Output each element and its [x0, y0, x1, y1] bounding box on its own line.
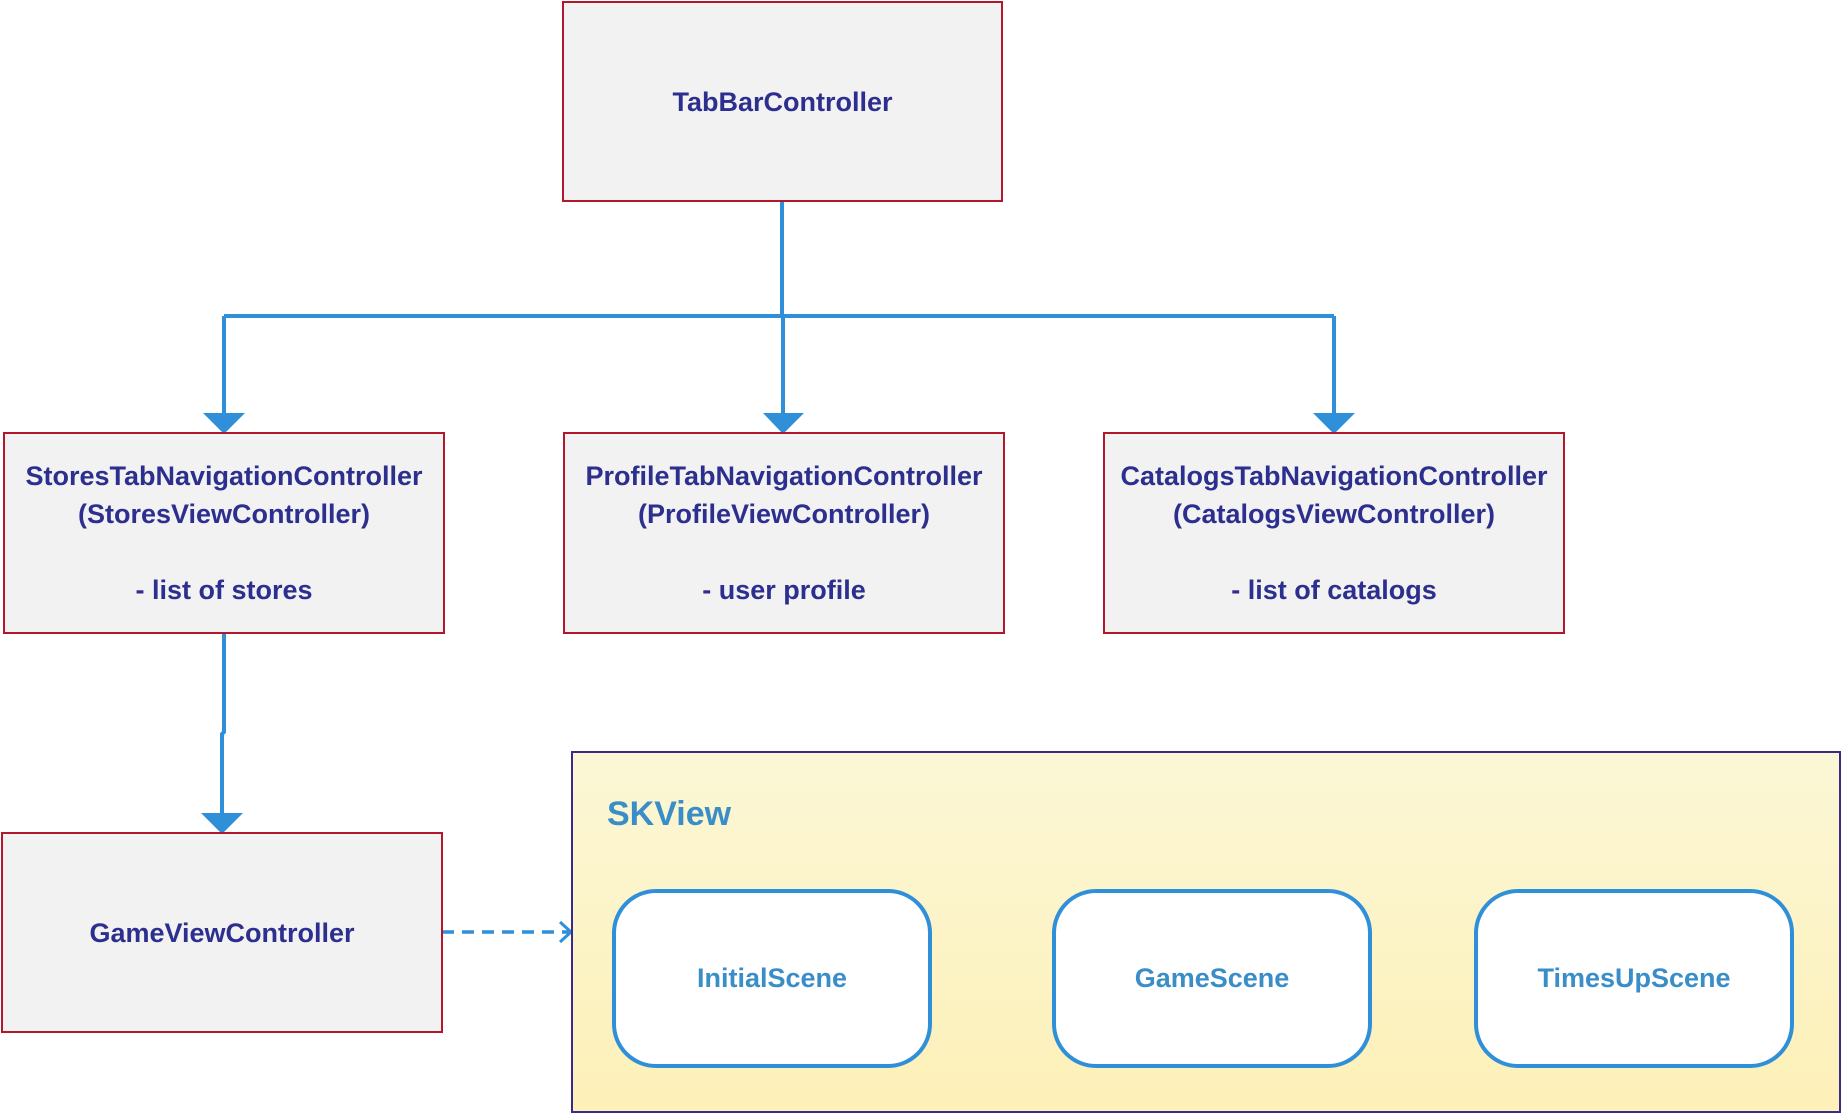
initial-scene-label: InitialScene [696, 963, 848, 993]
stores-controller-title: StoresTabNavigationController [25, 461, 423, 491]
catalogs-controller-subtitle: (CatalogsViewController) [1172, 499, 1496, 529]
timesup-scene-label: TimesUpScene [1537, 963, 1731, 993]
profile-controller-note: - user profile [702, 575, 866, 605]
catalogs-controller-title: CatalogsTabNavigationController [1120, 461, 1548, 491]
arrowhead-catalogs [1313, 413, 1355, 434]
profile-controller-subtitle: (ProfileViewController) [637, 499, 931, 529]
tab-bar-controller-label: TabBarController [672, 86, 893, 117]
catalogs-controller-note: - list of catalogs [1231, 575, 1437, 605]
arrowheads [201, 413, 1355, 834]
catalogs-controller-box: CatalogsTabNavigationController (Catalog… [1103, 432, 1565, 634]
stores-to-game-line [220, 633, 226, 814]
tab-bar-controller-box: TabBarController [562, 1, 1003, 202]
profile-controller-title: ProfileTabNavigationController [585, 461, 983, 491]
profile-controller-box: ProfileTabNavigationController (ProfileV… [563, 432, 1005, 634]
arrowhead-stores [203, 413, 245, 434]
tree-connectors [220, 201, 1336, 814]
game-scene-label: GameScene [1134, 963, 1290, 993]
stores-controller-note: - list of stores [135, 575, 313, 605]
timesup-scene-node: TimesUpScene [1474, 889, 1794, 1068]
stores-controller-subtitle: (StoresViewController) [77, 499, 371, 529]
stores-controller-box: StoresTabNavigationController (StoresVie… [3, 432, 445, 634]
initial-scene-node: InitialScene [612, 889, 932, 1068]
game-scene-node: GameScene [1052, 889, 1372, 1068]
game-view-controller-box: GameViewController [1, 832, 443, 1033]
arrowhead-game-vc [201, 813, 243, 834]
game-view-controller-label: GameViewController [89, 917, 355, 948]
arrowhead-profile [763, 413, 804, 434]
skview-title: SKView [607, 795, 732, 833]
